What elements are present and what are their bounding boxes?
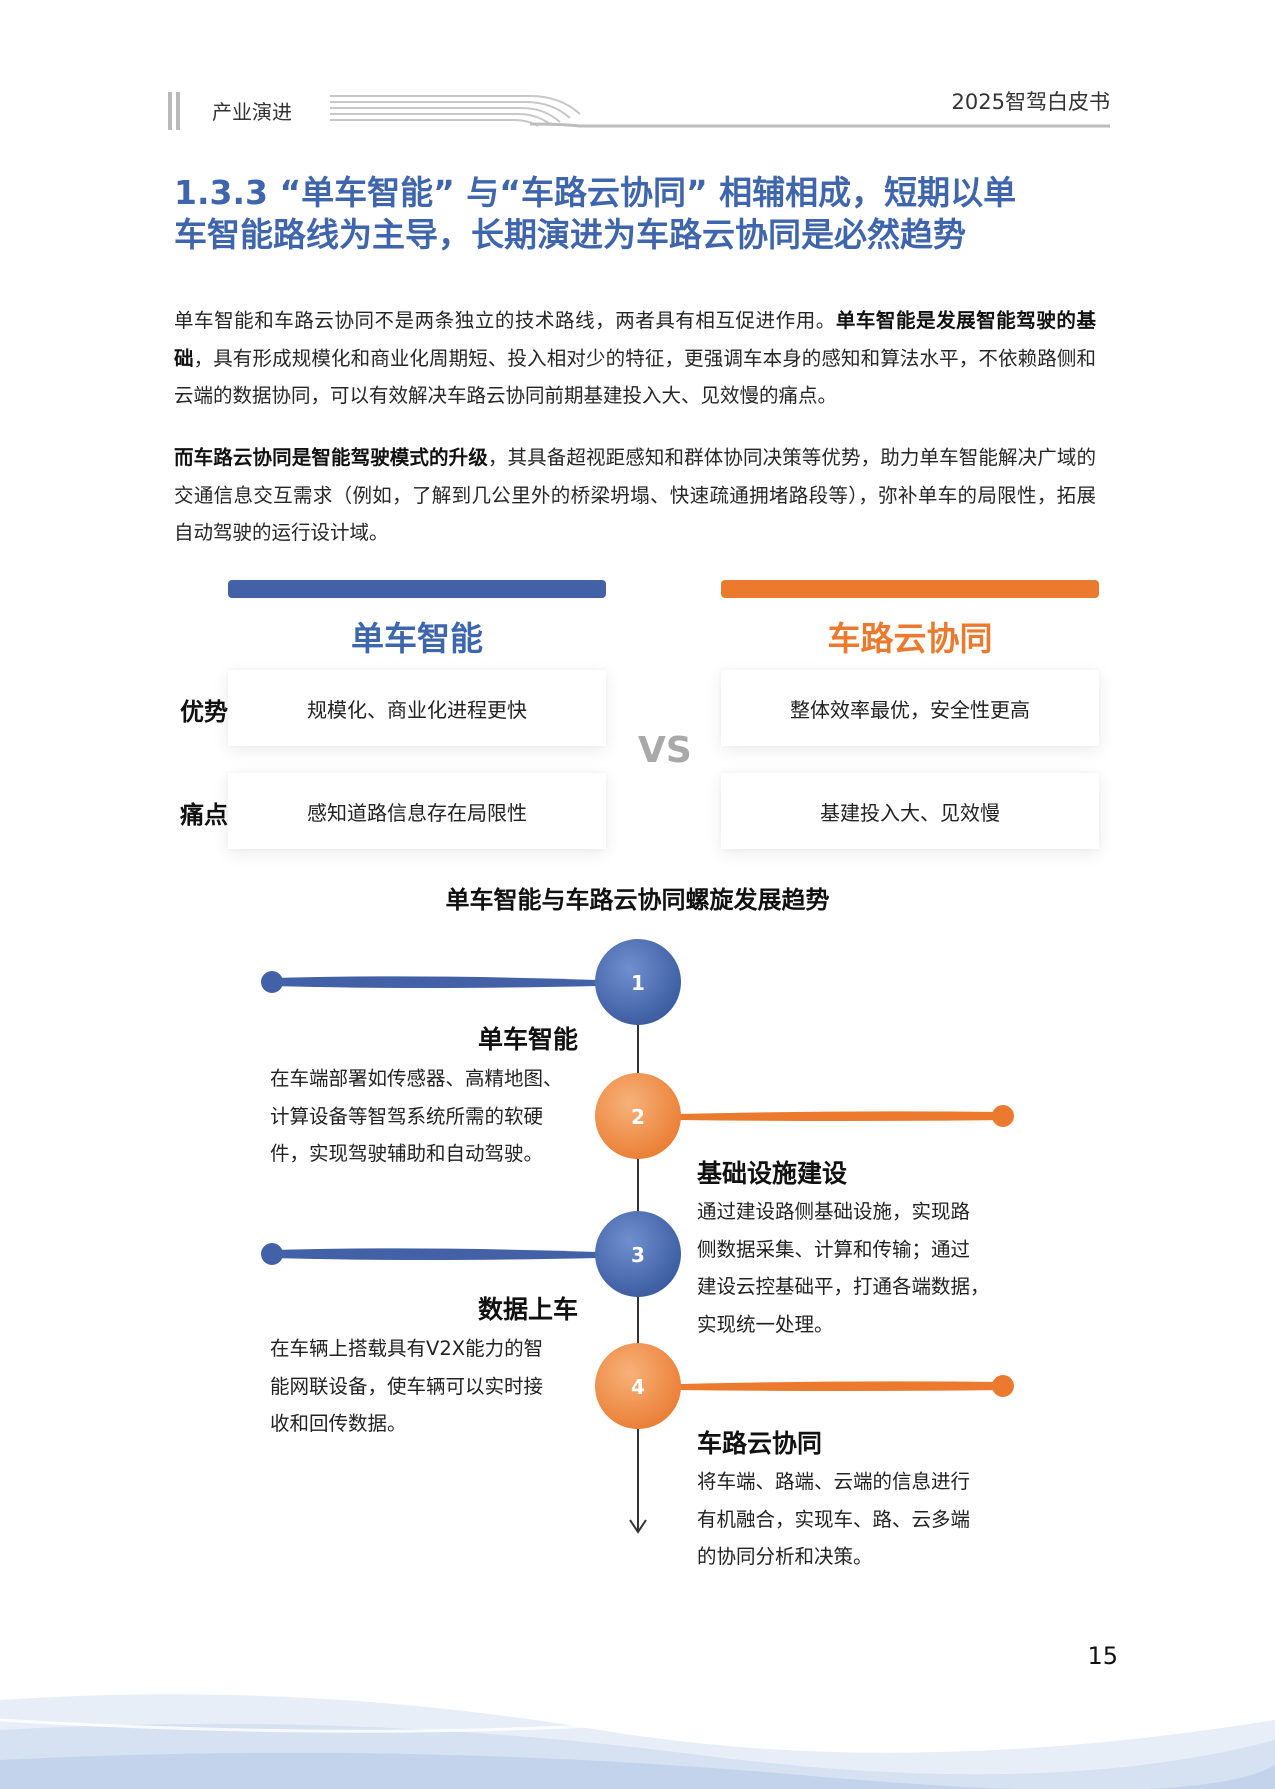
step-2-desc-line: 实现统一处理。 [697,1312,834,1336]
connector-4 [678,1375,1014,1397]
section-title: 1.3.3 “单车智能” 与“车路云协同” 相辅相成，短期以单 车智能路线为主导… [174,172,1114,256]
single-vehicle-advantage-text: 规模化、商业化进程更快 [307,697,527,722]
step-2-desc-line: 建设云控基础平，打通各端数据， [697,1275,990,1298]
section-title-line1: 1.3.3 “单车智能” 与“车路云协同” 相辅相成，短期以单 [174,173,1017,212]
step-4-title: 车路云协同 [697,1429,823,1458]
single-vehicle-pain-card: 感知道路信息存在局限性 [228,773,606,849]
timeline-diagram: 1 2 3 4 [261,939,1014,1534]
vehicle-road-cloud-heading: 车路云协同 [827,619,993,658]
paragraph-1-tail: ，具有形成规模化和商业化周期短、投入相对少的特征，更强调车本身的感知和算法水平，… [174,346,1096,408]
single-vehicle-pain-text: 感知道路信息存在局限性 [307,800,527,825]
single-vehicle-header-bar [228,580,606,598]
step-2-desc-line: 侧数据采集、计算和传输；通过 [697,1237,971,1261]
vehicle-road-cloud-header-bar [721,580,1099,598]
vehicle-road-cloud-advantage-text: 整体效率最优，安全性更高 [790,697,1030,722]
timeline-title: 单车智能与车路云协同螺旋发展趋势 [445,886,830,914]
section-title-line2: 车智能路线为主导，长期演进为车路云协同是必然趋势 [174,215,966,254]
page-number: 15 [1087,1642,1118,1670]
paragraph-2-tail: ，其具备超视距感知和群体协同决策等优势，助力单车智能解决广域的交通信息交互需求（… [174,446,1096,544]
header-section-label: 产业演进 [212,100,292,124]
step-3-number: 3 [631,1243,645,1267]
header-decoration-bars [168,92,180,130]
versus-label: VS [638,730,692,771]
vehicle-road-cloud-pain-text: 基建投入大、见效慢 [820,800,1000,825]
step-2-node: 2 [595,1073,681,1159]
step-2-number: 2 [631,1105,645,1129]
step-4-number: 4 [631,1375,645,1399]
step-2-title: 基础设施建设 [697,1159,848,1188]
step-4-description: 将车端、路端、云端的信息进行 有机融合，实现车、路、云多端 的协同分析和决策。 [697,1463,1027,1576]
paragraph-1-lead: 单车智能和车路云协同不是两条独立的技术路线，两者具有相互促进作用。 [174,309,836,332]
step-4-desc-line: 有机融合，实现车、路、云多端 [697,1507,971,1531]
paragraph-1: 单车智能和车路云协同不是两条独立的技术路线，两者具有相互促进作用。单车智能是发展… [174,302,1096,415]
step-1-node: 1 [595,939,681,1025]
connector-3 [261,1243,598,1265]
timeline-arrow-icon [629,1519,647,1534]
step-3-desc-line: 收和回传数据。 [270,1412,407,1435]
step-4-desc-line: 将车端、路端、云端的信息进行 [697,1470,971,1493]
step-3-description: 在车辆上搭载具有V2X能力的智 能网联设备，使车辆可以实时接 收和回传数据。 [270,1330,590,1443]
paragraph-2: 而车路云协同是智能驾驶模式的升级，其具备超视距感知和群体协同决策等优势，助力单车… [174,439,1096,552]
single-vehicle-advantage-card: 规模化、商业化进程更快 [228,670,606,746]
header-book-title: 2025智驾白皮书 [951,90,1110,114]
vehicle-road-cloud-advantage-card: 整体效率最优，安全性更高 [721,670,1099,746]
header-decoration-lines [330,95,1110,128]
pain-point-row-label: 痛点 [180,801,228,829]
step-1-title: 单车智能 [477,1025,578,1054]
step-1-number: 1 [631,971,645,995]
step-3-title: 数据上车 [477,1295,578,1324]
step-1-desc-line: 计算设备等智驾系统所需的软硬 [270,1104,544,1128]
step-1-description: 在车端部署如传感器、高精地图、 计算设备等智驾系统所需的软硬 件，实现驾驶辅助和… [270,1060,590,1173]
connector-1 [261,971,598,993]
step-2-description: 通过建设路侧基础设施，实现路 侧数据采集、计算和传输；通过 建设云控基础平，打通… [697,1193,1027,1343]
paragraph-1-bold: 单车智能是发展智能驾驶的基础 [174,309,1096,370]
footer-wave-decoration [0,1670,1275,1789]
vehicle-road-cloud-pain-card: 基建投入大、见效慢 [721,773,1099,849]
step-4-node: 4 [595,1343,681,1429]
step-4-desc-line: 的协同分析和决策。 [697,1545,873,1568]
advantage-row-label: 优势 [180,698,228,726]
connector-2 [678,1105,1014,1127]
step-1-desc-line: 在车端部署如传感器、高精地图、 [270,1067,563,1090]
step-2-desc-line: 通过建设路侧基础设施，实现路 [697,1200,971,1223]
paragraph-2-bold: 而车路云协同是智能驾驶模式的升级 [174,446,488,469]
step-1-desc-line: 件，实现驾驶辅助和自动驾驶。 [270,1142,544,1165]
single-vehicle-heading: 单车智能 [351,619,483,658]
step-3-desc-line: 能网联设备，使车辆可以实时接 [270,1374,544,1398]
step-3-desc-line: 在车辆上搭载具有V2X能力的智 [270,1337,544,1360]
step-3-node: 3 [595,1211,681,1297]
